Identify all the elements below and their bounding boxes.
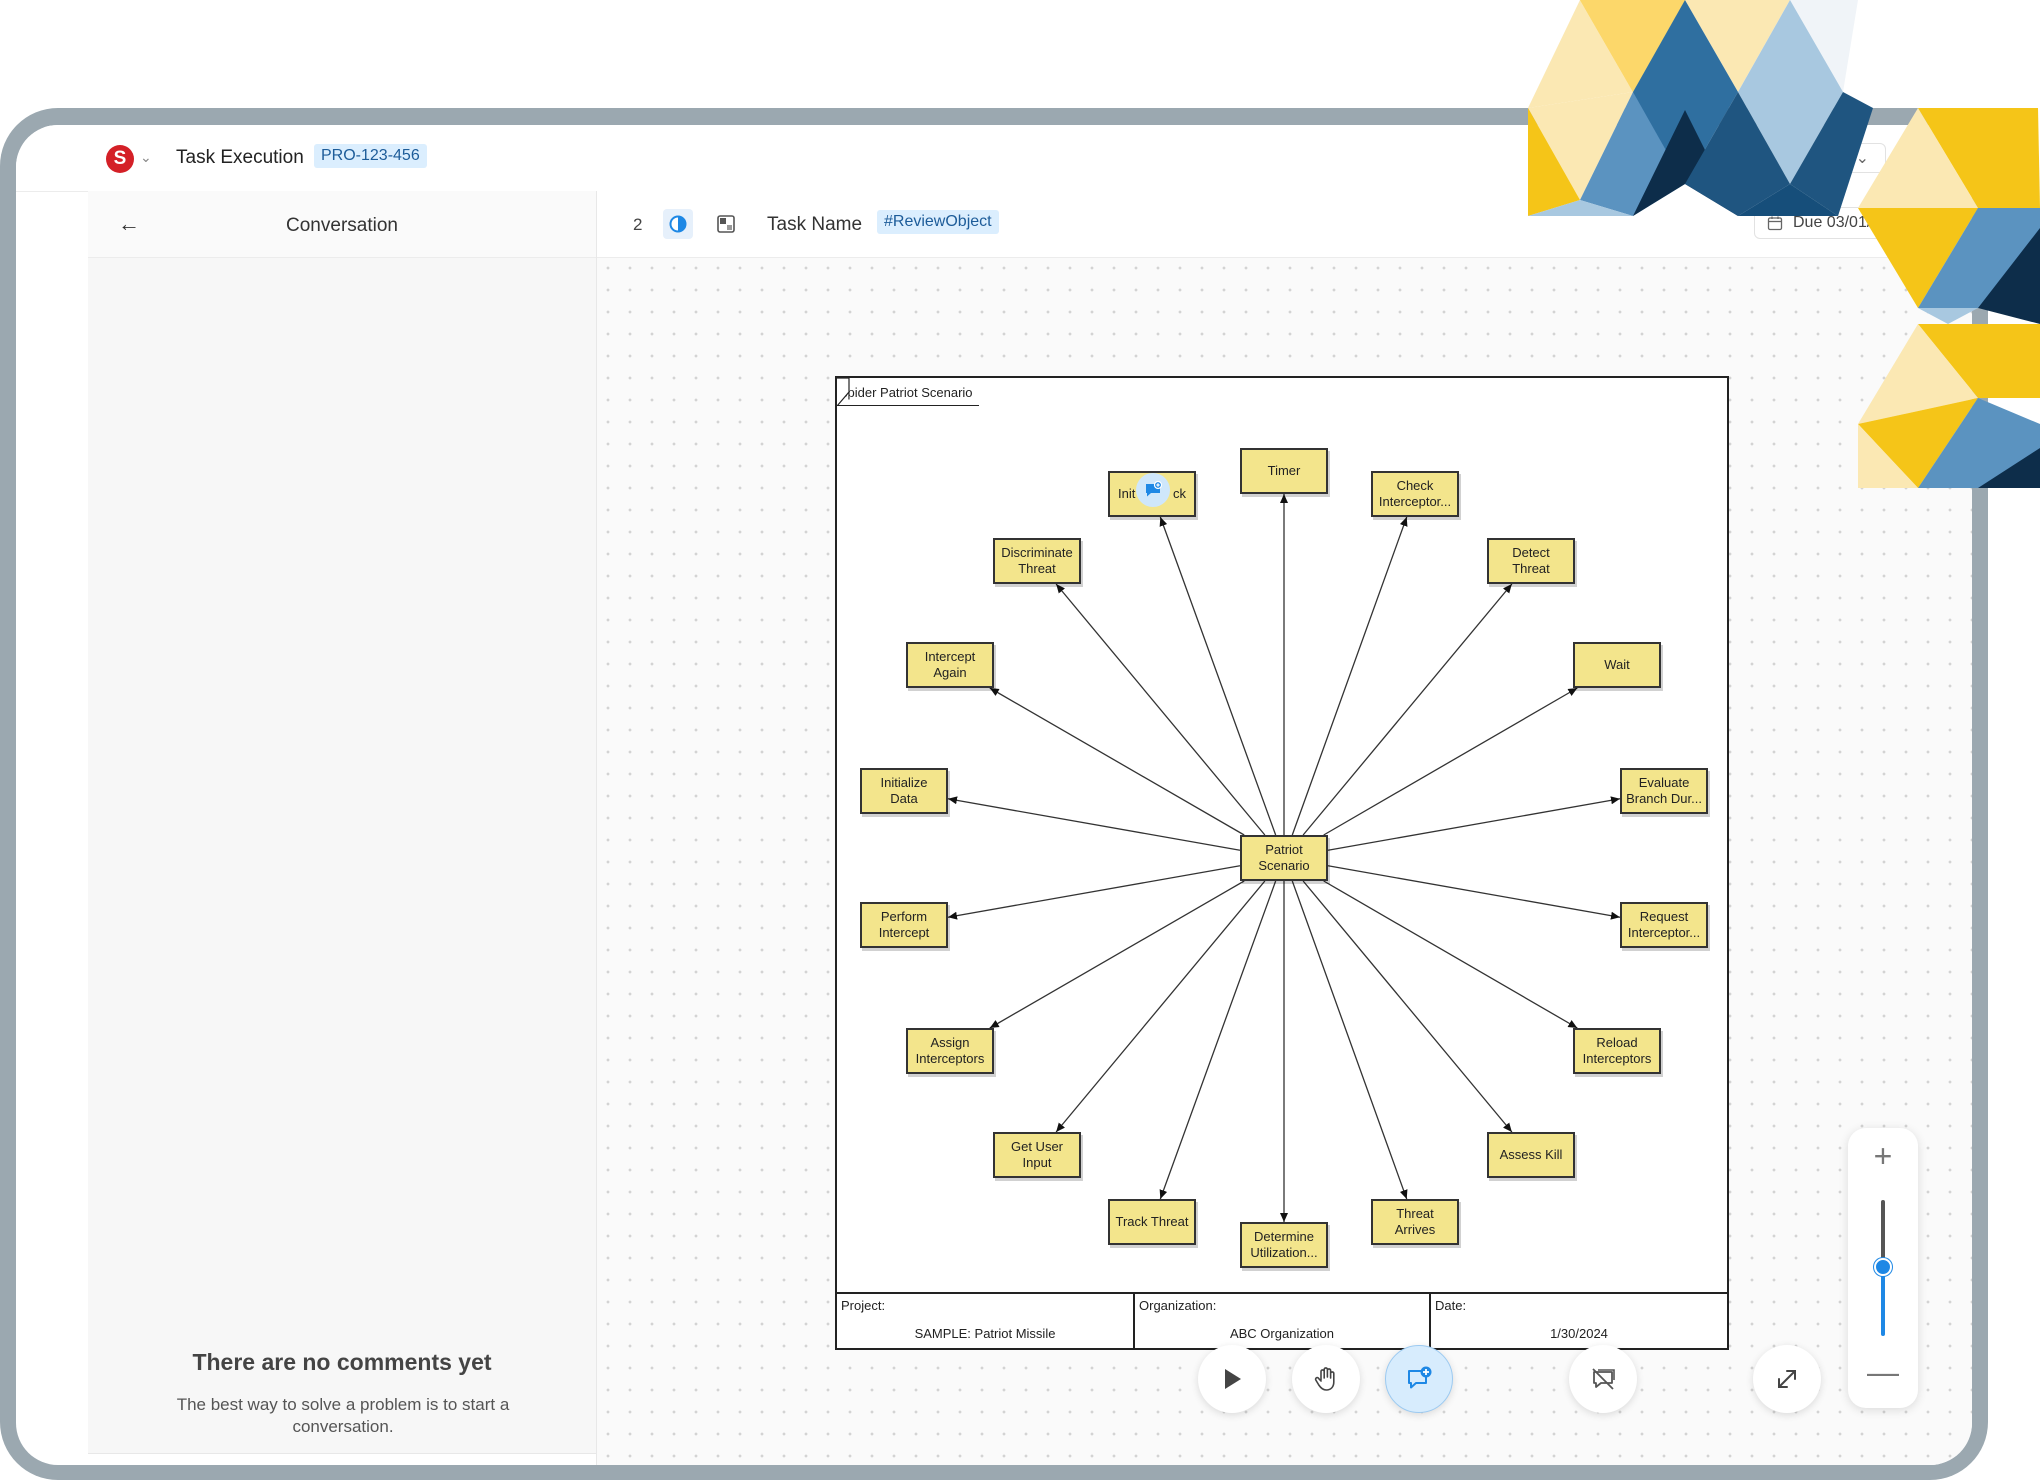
hide-comments-icon: [1592, 1368, 1615, 1390]
node-request-interceptor[interactable]: Request Interceptor...: [1620, 902, 1708, 948]
due-date-chip[interactable]: Due 03/01/: [1754, 207, 1885, 239]
add-comment-tool-button[interactable]: [1385, 1345, 1453, 1413]
footer-date-value: 1/30/2024: [1550, 1326, 1608, 1341]
expand-button[interactable]: [1753, 1345, 1821, 1413]
footer-project: Project: SAMPLE: Patriot Missile: [837, 1292, 1135, 1350]
pan-tool-button[interactable]: [1292, 1345, 1360, 1413]
connector-node-perform-intercept: [947, 865, 1241, 920]
contrast-icon[interactable]: [663, 209, 693, 239]
connector-node-get-user-input: [1055, 880, 1266, 1133]
add-comment-icon: [1408, 1366, 1432, 1389]
diagram-frame-label: spider Patriot Scenario: [837, 378, 983, 406]
sidebar-header: ← Conversation: [88, 191, 596, 258]
node-track-threat[interactable]: Track Threat: [1108, 1199, 1196, 1245]
zoom-track-fill[interactable]: [1881, 1268, 1885, 1336]
connector-node-wait: [1323, 687, 1578, 836]
node-assess-kill[interactable]: Assess Kill: [1487, 1132, 1575, 1178]
app-title: Task Execution: [176, 147, 304, 168]
footer-date-label: Date:: [1435, 1298, 1467, 1313]
diagram-connectors: [947, 494, 1621, 1222]
connector-node-assign-interceptors: [989, 880, 1245, 1029]
spider-diagram[interactable]: spider Patriot Scenario Patriot Scenario…: [835, 376, 1729, 1350]
footer-project-label: Project:: [841, 1298, 886, 1313]
node-detect-threat[interactable]: Detect Threat: [1487, 538, 1575, 584]
node-perform-intercept[interactable]: Perform Intercept: [860, 902, 948, 948]
pointer-tool-button[interactable]: [1198, 1345, 1266, 1413]
top-bar: S ⌄ Task Execution PRO-123-456 ne ⌄: [16, 125, 1972, 192]
due-date-label: Due 03/01/: [1793, 214, 1872, 231]
node-assign-interceptors[interactable]: Assign Interceptors: [906, 1028, 994, 1074]
zoom-control: + —: [1848, 1128, 1918, 1408]
hand-icon: [1314, 1367, 1335, 1391]
connector-node-assess-kill: [1302, 880, 1513, 1133]
connector-node-discriminate-threat: [1055, 583, 1266, 836]
layout-icon[interactable]: [713, 211, 739, 237]
footer-org-label: Organization:: [1139, 1298, 1217, 1313]
footer-org-value: ABC Organization: [1229, 1326, 1335, 1341]
connector-node-track-threat: [1159, 880, 1277, 1200]
connector-node-request-interceptor: [1327, 865, 1621, 920]
connector-node-init-check: [1159, 516, 1277, 836]
frame-label-text: spider Patriot Scenario: [841, 384, 973, 400]
chevron-down-icon[interactable]: ⌄: [140, 149, 152, 165]
conversation-sidebar: ← Conversation There are no comments yet…: [88, 191, 597, 1465]
comment-composer: [88, 1453, 596, 1465]
node-center[interactable]: Patriot Scenario: [1240, 835, 1328, 881]
node-wait[interactable]: Wait: [1573, 642, 1661, 688]
footer-date: Date: 1/30/2024: [1431, 1292, 1727, 1350]
sidebar-title: Conversation: [286, 215, 398, 236]
connector-node-intercept-again: [989, 687, 1245, 836]
connector-node-threat-arrives: [1291, 880, 1408, 1200]
task-name: Task Name: [767, 214, 863, 235]
connector-node-initialize-data: [947, 796, 1241, 851]
footer-organization: Organization: ABC Organization: [1135, 1292, 1431, 1350]
version-count: 2: [633, 215, 643, 234]
comment-pin-icon[interactable]: [1136, 473, 1170, 507]
node-check-interceptor[interactable]: Check Interceptor...: [1371, 471, 1459, 517]
zoom-out-icon[interactable]: —: [1867, 1354, 1899, 1390]
zoom-in-icon[interactable]: +: [1873, 1138, 1893, 1174]
node-evaluate-branch[interactable]: Evaluate Branch Dur...: [1620, 768, 1708, 814]
empty-state-subtitle: The best way to solve a problem is to st…: [176, 1395, 510, 1436]
user-menu[interactable]: ne ⌄: [1780, 143, 1886, 173]
back-arrow-icon[interactable]: ←: [118, 211, 140, 236]
expand-icon: [1778, 1370, 1796, 1388]
node-reload-interceptors[interactable]: Reload Interceptors: [1573, 1028, 1661, 1074]
node-discriminate-threat[interactable]: Discriminate Threat: [993, 538, 1081, 584]
review-object-tag[interactable]: #ReviewObject: [877, 210, 999, 234]
pointer-icon: [1225, 1369, 1241, 1389]
node-determine-utilization[interactable]: Determine Utilization...: [1240, 1222, 1328, 1268]
connector-node-check-interceptor: [1291, 516, 1408, 836]
empty-state-title: There are no comments yet: [192, 1349, 492, 1375]
node-get-user-input[interactable]: Get User Input: [993, 1132, 1081, 1178]
user-menu-label: ne: [1825, 149, 1844, 166]
chevron-down-icon: ⌄: [1855, 150, 1869, 167]
app-logo[interactable]: S: [106, 145, 134, 173]
project-code-badge[interactable]: PRO-123-456: [314, 144, 427, 168]
zoom-track[interactable]: [1881, 1200, 1885, 1266]
node-timer[interactable]: Timer: [1240, 448, 1328, 494]
node-init-check-left: Init: [1118, 486, 1136, 501]
footer-project-value: SAMPLE: Patriot Missile: [914, 1326, 1056, 1341]
node-init-check-right: ck: [1173, 486, 1186, 501]
node-intercept-again[interactable]: Intercept Again: [906, 642, 994, 688]
zoom-slider-handle[interactable]: [1874, 1258, 1892, 1276]
calendar-icon: [1767, 216, 1783, 231]
node-initialize-data[interactable]: Initialize Data: [860, 768, 948, 814]
hide-comments-button[interactable]: [1569, 1345, 1637, 1413]
node-threat-arrives[interactable]: Threat Arrives: [1371, 1199, 1459, 1245]
connector-node-detect-threat: [1302, 583, 1513, 836]
connector-node-evaluate-branch: [1327, 796, 1621, 851]
connector-node-reload-interceptors: [1323, 880, 1578, 1029]
